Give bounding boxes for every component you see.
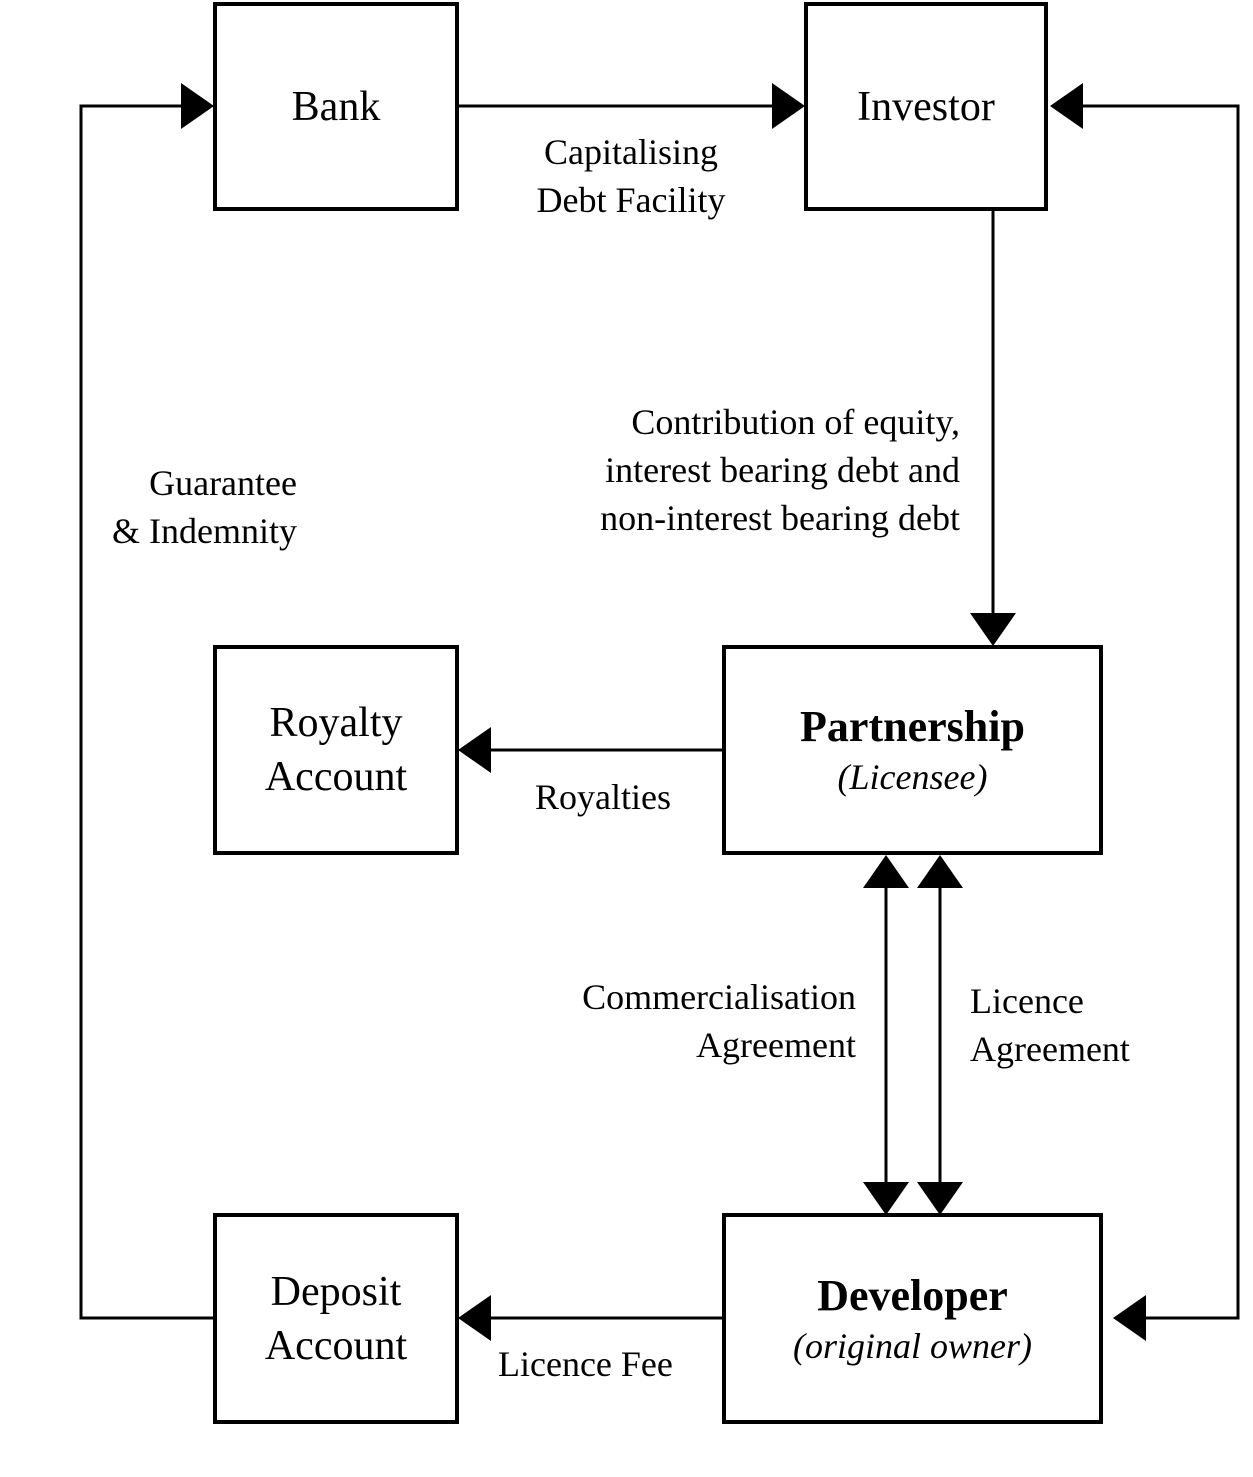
developer-box: Developer (original owner) [722,1213,1103,1424]
label-licence-fee: Licence Fee [498,1344,673,1384]
arrowhead-into-investor-left [772,83,805,129]
edge-right-loop [1080,104,1240,1320]
label-contribution: Contribution of equity, interest bearing… [600,402,960,538]
arrowhead-commercialisation-down [863,1182,909,1215]
arrowhead-licence-up [917,855,963,888]
arrowhead-into-investor-right [1050,83,1083,129]
partnership-title: Partnership [800,702,1025,751]
arrowhead-commercialisation-up [863,855,909,888]
label-guarantee-indemnity: Guarantee & Indemnity [112,463,297,551]
developer-title: Developer [817,1270,1008,1320]
arrowhead-licence-down [917,1182,963,1215]
bank-title: Bank [291,83,381,130]
arrowhead-into-partnership-top [970,613,1016,646]
deposit-account-line1: Deposit [270,1268,402,1315]
arrowhead-into-royalty-account [458,727,491,773]
arrowhead-into-deposit-account [458,1295,491,1341]
partnership-subtitle: (Licensee) [837,757,988,797]
investor-box: Investor [804,2,1048,211]
investor-title: Investor [857,83,995,130]
label-licence-agreement: Licence Agreement [970,981,1130,1069]
label-capitalising-debt-facility: Capitalising Debt Facility [536,132,726,220]
label-royalties: Royalties [535,777,671,817]
edge-guarantee-indemnity [79,104,214,1320]
developer-subtitle: (original owner) [793,1325,1032,1366]
arrowhead-into-developer [1113,1295,1146,1341]
deposit-account-box: Deposit Account [213,1213,459,1424]
arrowhead-into-bank [181,83,214,129]
bank-box: Bank [213,2,459,211]
royalty-account-line2: Account [264,754,408,800]
royalty-account-box: Royalty Account [213,645,459,855]
deposit-account-line2: Account [264,1322,408,1369]
partnership-box: Partnership (Licensee) [722,645,1103,855]
label-commercialisation-agreement: Commercialisation Agreement [582,977,856,1065]
royalty-account-line1: Royalty [269,700,403,746]
